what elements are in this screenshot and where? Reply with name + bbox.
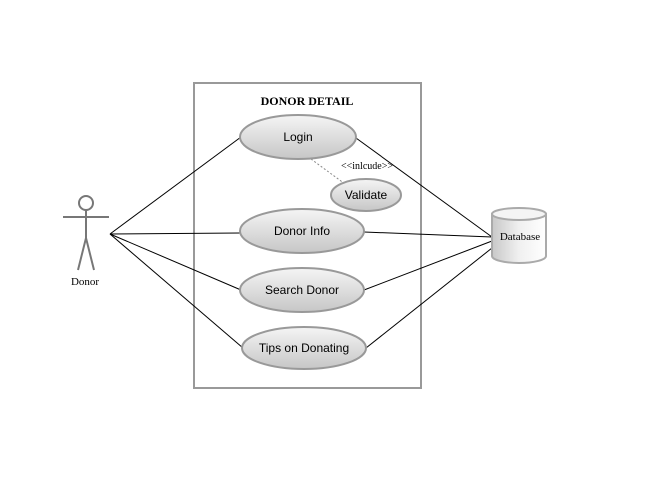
association-tips-database	[365, 247, 493, 349]
association-actor-search-donor	[109, 233, 242, 291]
use-case-donor-info[interactable]: Donor Info	[239, 208, 365, 254]
association-login-database	[355, 137, 493, 238]
use-case-validate-label: Validate	[345, 188, 388, 202]
actor-label: Donor	[71, 276, 99, 288]
system-boundary-title: DONOR DETAIL	[261, 94, 354, 108]
use-case-login-label: Login	[283, 130, 312, 144]
use-case-tips-on-donating[interactable]: Tips on Donating	[241, 326, 367, 370]
use-case-login[interactable]: Login	[239, 114, 357, 160]
database[interactable]: Database	[491, 207, 547, 264]
use-case-donor-info-label: Donor Info	[274, 224, 330, 238]
association-actor-donor-info	[109, 232, 241, 235]
use-case-search-donor[interactable]: Search Donor	[239, 267, 365, 313]
use-case-search-donor-label: Search Donor	[265, 283, 339, 297]
include-label: <<inlcude>>	[341, 161, 393, 172]
use-case-validate[interactable]: Validate	[330, 178, 402, 212]
database-cylinder-icon	[491, 207, 547, 264]
association-donor-info-database	[363, 231, 493, 238]
stick-figure-icon	[63, 195, 109, 271]
association-search-donor-database	[363, 240, 493, 291]
database-label: Database	[500, 231, 540, 243]
include-dependency	[310, 158, 346, 185]
actor-donor[interactable]: Donor	[63, 195, 109, 288]
association-actor-login	[109, 136, 242, 235]
association-actor-tips	[109, 233, 244, 349]
use-case-tips-label: Tips on Donating	[259, 341, 349, 355]
